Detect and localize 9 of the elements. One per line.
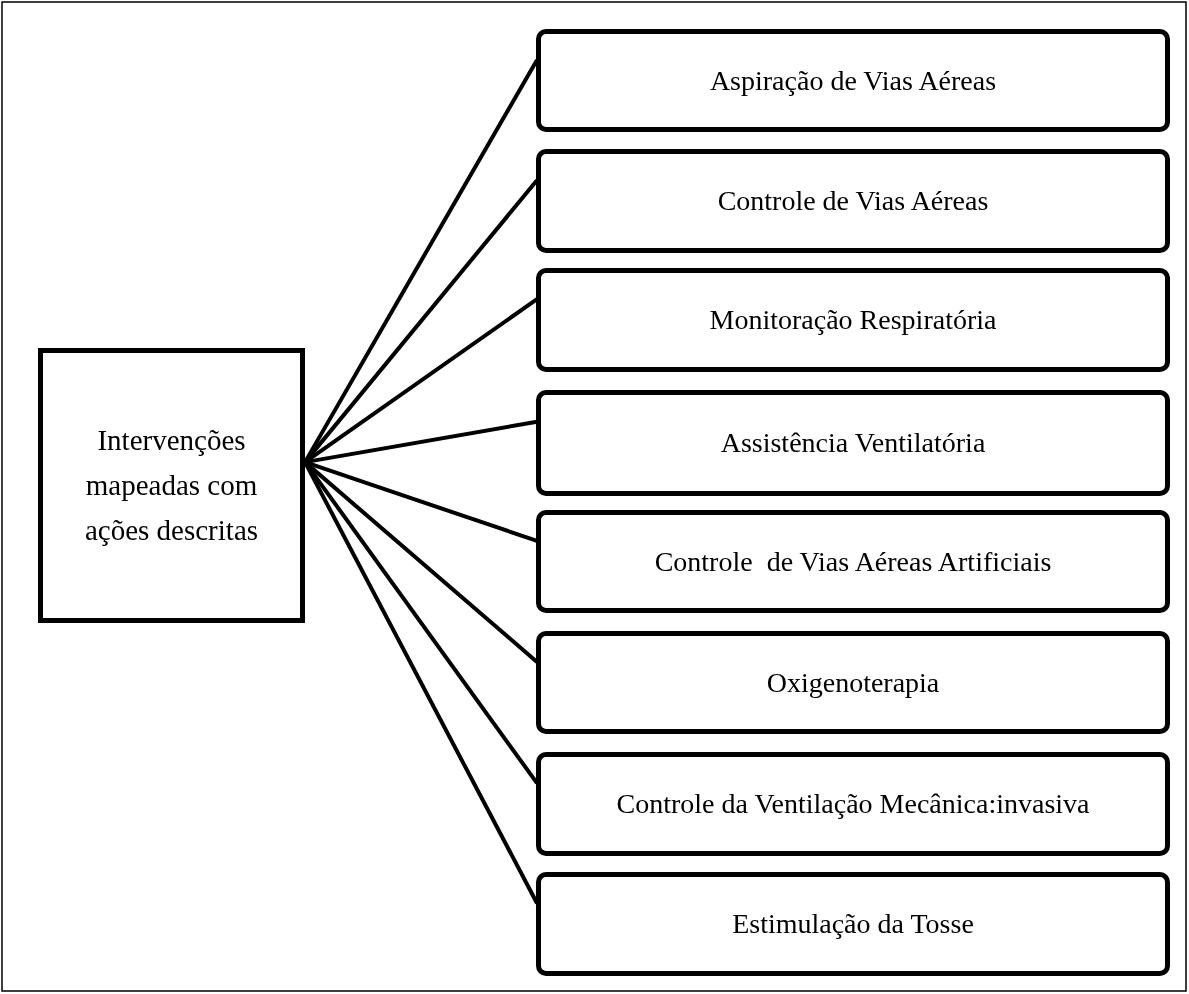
intervention-box: Oxigenoterapia: [536, 631, 1170, 734]
intervention-box: Controle da Ventilação Mecânica:invasiva: [536, 752, 1170, 856]
intervention-box: Aspiração de Vias Aéreas: [536, 29, 1170, 132]
intervention-box: Assistência Ventilatória: [536, 390, 1170, 496]
intervention-box: Estimulação da Tosse: [536, 872, 1170, 976]
intervention-box: Controle de Vias Aéreas: [536, 149, 1170, 253]
intervention-box: Controle de Vias Aéreas Artificiais: [536, 510, 1170, 613]
topic-box: Intervenções mapeadas com ações descritas: [38, 348, 305, 623]
intervention-box: Monitoração Respiratória: [536, 268, 1170, 372]
